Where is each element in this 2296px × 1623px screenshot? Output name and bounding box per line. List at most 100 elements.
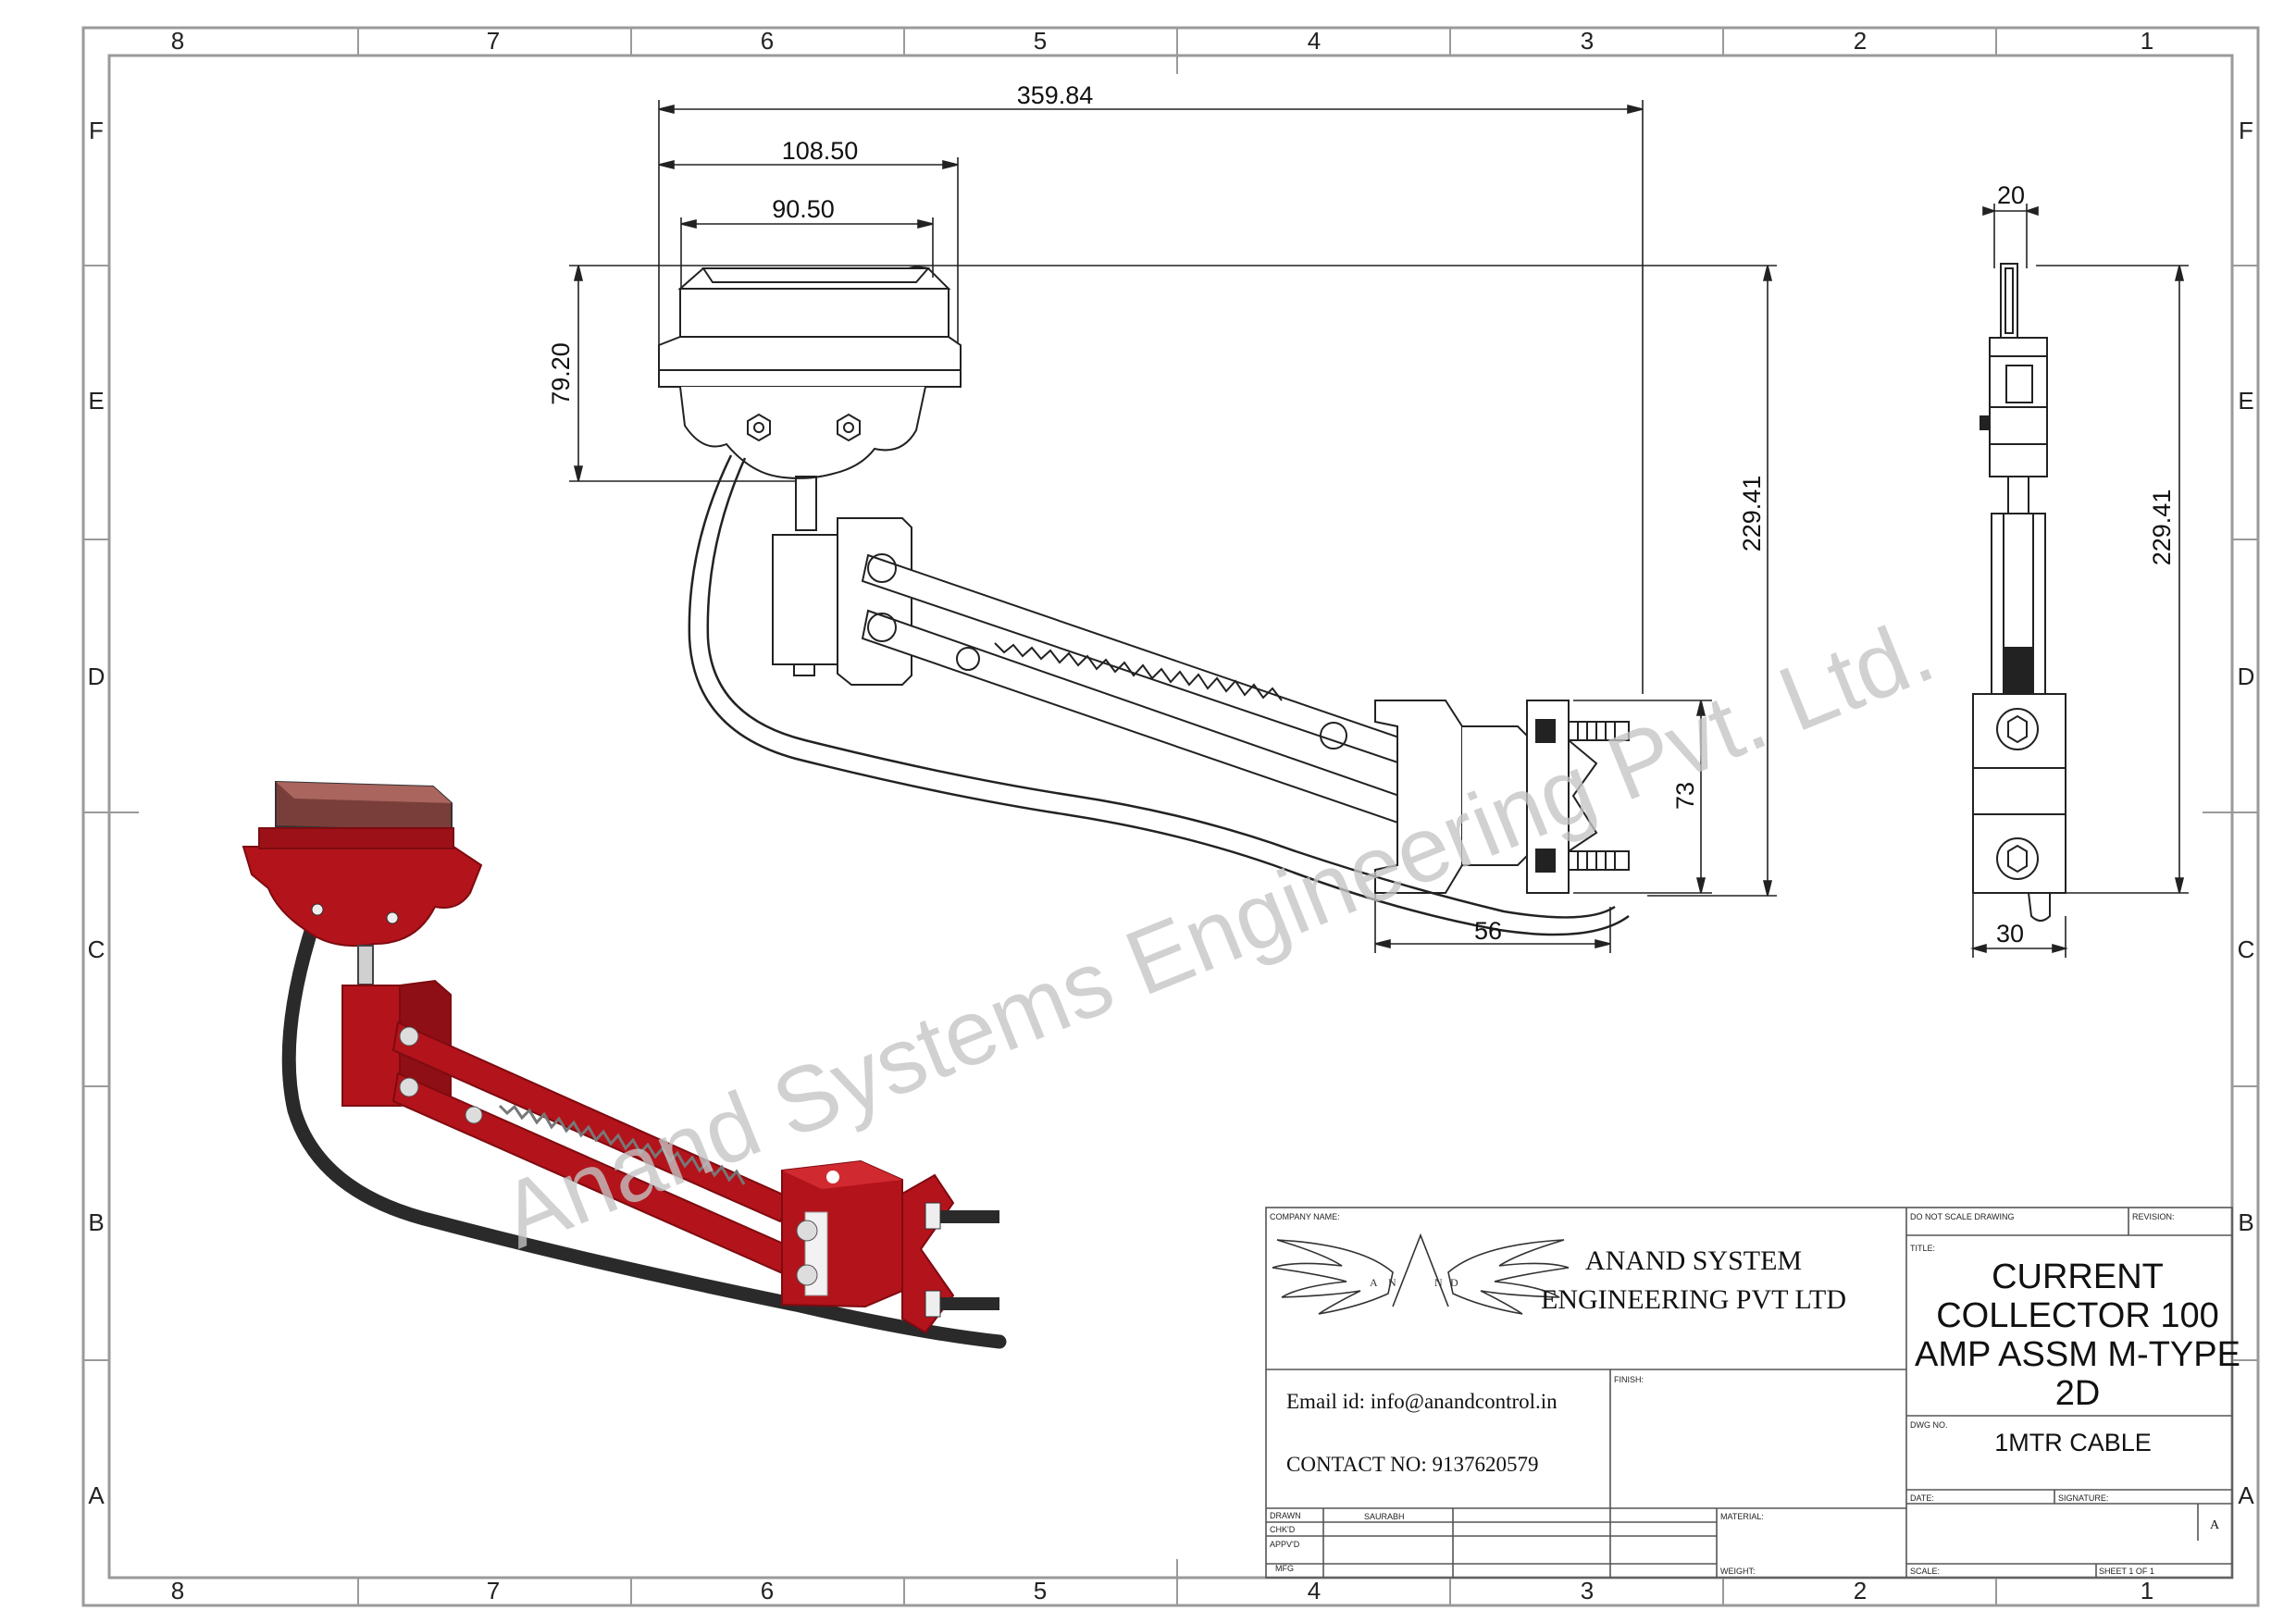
clamp-bracket (1374, 700, 1630, 894)
side-dimensions (1970, 204, 2189, 958)
weight-label: WEIGHT: (1720, 1567, 1756, 1576)
side-spring (2004, 647, 2033, 697)
zone-col-label: 7 (487, 27, 500, 55)
head-nut-left (747, 413, 771, 442)
dim-head-width: 108.50 (782, 137, 859, 165)
stem (795, 476, 817, 531)
company-contact: CONTACT NO: 9137620579 (1286, 1453, 1538, 1476)
title-block-text: COMPANY NAME: ANAND SYSTEM ENGINEERING P… (1270, 1212, 2240, 1576)
zone-row-label: E (2238, 387, 2253, 415)
zone-row-label: B (88, 1208, 104, 1236)
dwg-no-value: 1MTR CABLE (1994, 1429, 2152, 1456)
dim-bracket-width: 56 (1474, 917, 1502, 945)
spring (994, 642, 1283, 701)
sheet-border (81, 26, 2260, 1607)
zone-labels-bottom: 8 7 6 5 4 3 2 1 (171, 1577, 2153, 1604)
zone-ticks (83, 28, 2258, 1605)
zone-col-label: 3 (1581, 27, 1594, 55)
zone-col-label: 1 (2141, 27, 2153, 55)
zone-col-label: 6 (761, 27, 774, 55)
iso-stem (357, 945, 374, 985)
front-dimension-labels: 359.84 108.50 90.50 79.20 229.41 73 56 (547, 81, 1766, 945)
finish-label: FINISH: (1614, 1375, 1644, 1384)
logo-letter: D (1450, 1276, 1458, 1289)
cable-front (688, 454, 1630, 936)
zone-col-label: 8 (171, 27, 184, 55)
zone-col-label: 3 (1581, 1577, 1594, 1604)
side-clamp (1972, 693, 2066, 894)
zone-col-label: 2 (1854, 1577, 1867, 1604)
drawing-title-line-1: CURRENT (1992, 1258, 2164, 1296)
iso-spring (498, 1104, 746, 1185)
dim-head-height: 79.20 (547, 342, 575, 405)
title-label: TITLE: (1910, 1244, 1935, 1253)
zone-col-label: 2 (1854, 27, 1867, 55)
head-housing (679, 386, 926, 479)
dim-side-height: 229.41 (2148, 489, 2176, 566)
side-dimension-labels: 20 229.41 30 (1996, 181, 2176, 948)
drawn-label: DRAWN (1270, 1511, 1301, 1520)
revision-label: REVISION: (2132, 1212, 2175, 1221)
company-logo: A N N D (1272, 1233, 1570, 1315)
dim-side-bottom-width: 30 (1996, 920, 2024, 948)
zone-col-label: 7 (487, 1577, 500, 1604)
drawing-title-line-3: AMP ASSM M-TYPE (1915, 1335, 2240, 1374)
side-nut-bottom (1996, 837, 2039, 880)
logo-letter: A (1370, 1276, 1378, 1289)
chkd-label: CHK'D (1270, 1525, 1296, 1534)
dim-head-inner: 90.50 (772, 195, 835, 223)
company-name-line-2: ENGINEERING PVT LTD (1541, 1284, 1846, 1315)
head-top (677, 267, 951, 290)
sheet-size: A (2210, 1518, 2220, 1532)
side-stem (2007, 476, 2029, 514)
appvd-label: APPV'D (1270, 1540, 1300, 1549)
pivot-bracket (837, 517, 912, 686)
side-view (1972, 263, 2066, 922)
zone-row-label: E (88, 387, 104, 415)
zone-col-label: 5 (1034, 27, 1047, 55)
dim-side-top-width: 20 (1997, 181, 2025, 209)
iso-head (242, 846, 483, 948)
iso-upper-arm (391, 1021, 793, 1223)
pivot-block (772, 534, 838, 665)
company-email: Email id: info@anandcontrol.in (1286, 1390, 1558, 1413)
drawing-title-line-4: 2D (2055, 1374, 2101, 1413)
front-view (658, 265, 1630, 936)
drawing-title-line-2: COLLECTOR 100 (1936, 1296, 2219, 1335)
zone-col-label: 5 (1034, 1577, 1047, 1604)
zone-row-label: A (88, 1481, 105, 1509)
zone-labels-top: 8 7 6 5 4 3 2 1 (171, 27, 2153, 55)
zone-row-label: A (2238, 1481, 2254, 1509)
zone-labels-left: F E D C B A (88, 117, 105, 1509)
zone-labels-right: F E D C B A (2238, 117, 2255, 1509)
head-flange (658, 336, 962, 388)
zone-row-label: F (89, 117, 104, 144)
logo-letter: N (1388, 1276, 1396, 1289)
dim-bracket-height: 73 (1671, 782, 1699, 810)
zone-row-label: C (88, 935, 105, 963)
scale-label: SCALE: (1910, 1567, 1940, 1576)
front-dimensions (569, 100, 1777, 953)
material-label: MATERIAL: (1720, 1512, 1764, 1521)
zone-row-label: D (88, 663, 105, 690)
head-body (679, 288, 949, 338)
logo-letter: N (1434, 1276, 1443, 1289)
head-nut-right (837, 413, 861, 442)
dim-total-height: 229.41 (1738, 476, 1766, 552)
dim-overall-width: 359.84 (1017, 81, 1094, 109)
title-block (1265, 1207, 2233, 1579)
iso-view (242, 780, 1007, 1349)
company-name-label: COMPANY NAME: (1270, 1212, 1340, 1221)
side-shoe (2000, 263, 2018, 339)
company-name-line-1: ANAND SYSTEM (1585, 1245, 1802, 1276)
dwg-no-label: DWG NO. (1910, 1420, 1948, 1430)
zone-row-label: D (2238, 663, 2255, 690)
zone-row-label: B (2238, 1208, 2253, 1236)
zone-col-label: 6 (761, 1577, 774, 1604)
do-not-scale-label: DO NOT SCALE DRAWING (1910, 1212, 2015, 1221)
zone-col-label: 4 (1308, 1577, 1321, 1604)
iso-pivot (341, 985, 401, 1107)
zone-row-label: C (2238, 935, 2255, 963)
zone-row-label: F (2239, 117, 2253, 144)
